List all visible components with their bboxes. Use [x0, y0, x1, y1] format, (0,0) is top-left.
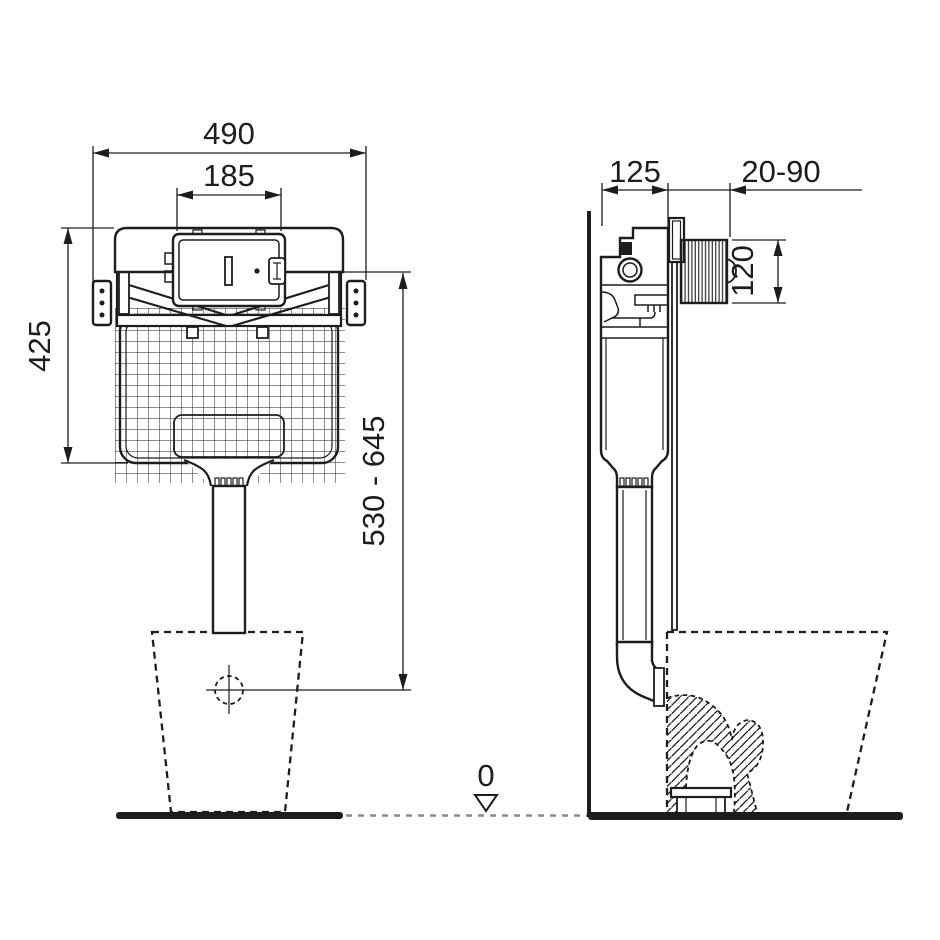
- box-pin: [254, 268, 260, 274]
- dim-overall-width: 490: [92, 116, 367, 282]
- frame-rail: [671, 229, 678, 631]
- mesh-clip-right: [256, 326, 269, 339]
- floor-left: [116, 812, 343, 819]
- pan-crosshair: [206, 665, 411, 714]
- dimensions: 490 185 425 530 - 645 125: [22, 116, 862, 690]
- water-inlet: [617, 257, 643, 283]
- funnel: [184, 459, 274, 487]
- access-sleeve: [679, 238, 737, 305]
- zero-level-label: 0: [477, 758, 494, 793]
- flush-pipe-side: [615, 485, 654, 647]
- dim-height-range-label: 530 - 645: [356, 416, 391, 547]
- wall-line: [587, 211, 591, 817]
- dim-depth-label: 125: [609, 154, 661, 189]
- dim-height-range: 530 - 645: [343, 271, 411, 690]
- bend-spigot: [653, 667, 665, 707]
- front-pan-outline: [150, 630, 305, 814]
- box-slot: [224, 256, 233, 286]
- mesh-grid: [115, 308, 345, 483]
- box-latch: [268, 257, 286, 285]
- dim-tank-height: 425: [22, 227, 128, 464]
- dim-depth: 125: [601, 154, 669, 228]
- zero-level-marker: 0: [473, 758, 499, 813]
- flush-valve-mechanism: [600, 291, 668, 327]
- level-triangle-icon: [473, 794, 499, 813]
- tank-cavity: [173, 414, 285, 458]
- dim-access-box-width-label: 185: [203, 158, 255, 193]
- inlet-tab: [619, 242, 632, 255]
- dim-wall-finish-range-label: 20-90: [741, 154, 820, 189]
- frame-supports: [115, 265, 343, 328]
- floor-right: [588, 812, 903, 820]
- bracket-right: [345, 279, 367, 327]
- dim-tank-height-label: 425: [22, 320, 57, 372]
- dim-overall-width-label: 490: [203, 116, 255, 151]
- tank-top-bar: [115, 313, 343, 328]
- dim-wall-finish-range: 20-90: [668, 154, 862, 237]
- inspection-box: [164, 229, 287, 311]
- pan-trapway: [666, 694, 764, 813]
- flush-pipe-front: [211, 484, 247, 635]
- dim-access-box-width: 185: [176, 158, 282, 231]
- mesh-clip-left: [186, 326, 199, 339]
- sleeve-bump: [726, 257, 737, 285]
- side-cistern: [599, 216, 737, 707]
- tank-profile: [599, 226, 670, 489]
- sleeve-hatched: [679, 238, 729, 305]
- bracket-left: [91, 279, 113, 327]
- side-view: [587, 211, 889, 817]
- front-view: [91, 226, 411, 814]
- dim-access-shaft-height-label: 120: [725, 245, 760, 297]
- dim-access-shaft-height: 120: [725, 239, 786, 304]
- front-tank-mesh: [115, 308, 345, 487]
- floor: 0: [116, 758, 903, 820]
- pan-outlet-connector: [669, 786, 733, 814]
